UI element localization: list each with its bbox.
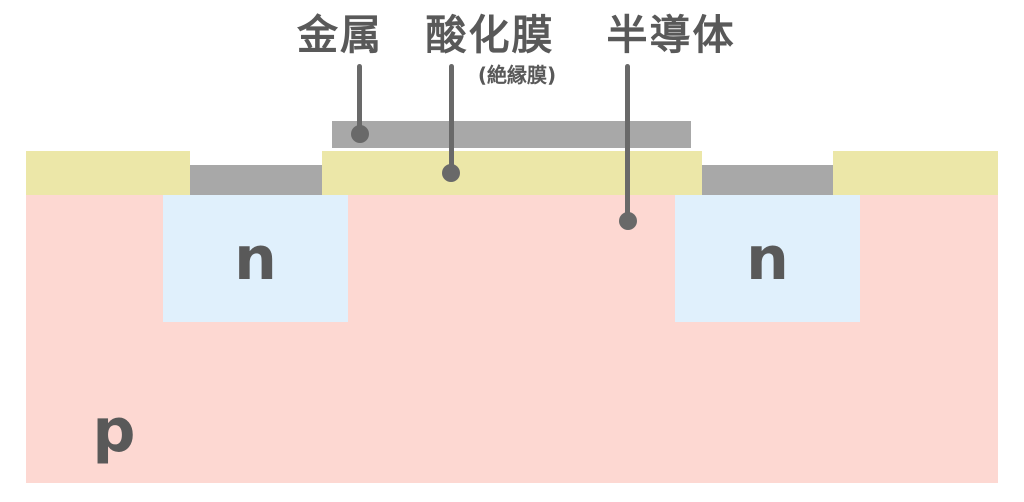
p-substrate-label-box: p	[84, 398, 144, 464]
oxide-layer-left	[26, 151, 190, 195]
n-region-left-label: n	[234, 223, 277, 294]
oxide-note-label: (絶縁膜)	[477, 63, 557, 87]
oxide-label: 酸化膜	[425, 11, 555, 59]
p-substrate-label: p	[92, 396, 136, 466]
metal-label: 金属	[297, 11, 383, 59]
n-region-right: n	[675, 195, 860, 322]
semiconductor-pointer-dot	[619, 212, 637, 230]
oxide-pointer-dot	[442, 164, 460, 182]
oxide-layer-right	[833, 151, 998, 195]
metal-contact-left	[190, 165, 322, 195]
metal-gate-electrode	[332, 121, 691, 148]
metal-contact-right	[702, 165, 833, 195]
oxide-leader-line	[449, 64, 454, 174]
metal-leader-line	[357, 64, 362, 134]
semiconductor-leader-line	[625, 64, 630, 221]
metal-pointer-dot	[351, 125, 369, 143]
semiconductor-label: 半導体	[606, 11, 736, 59]
n-region-left: n	[163, 195, 348, 322]
n-region-right-label: n	[746, 223, 789, 294]
oxide-layer-gate	[322, 151, 702, 195]
